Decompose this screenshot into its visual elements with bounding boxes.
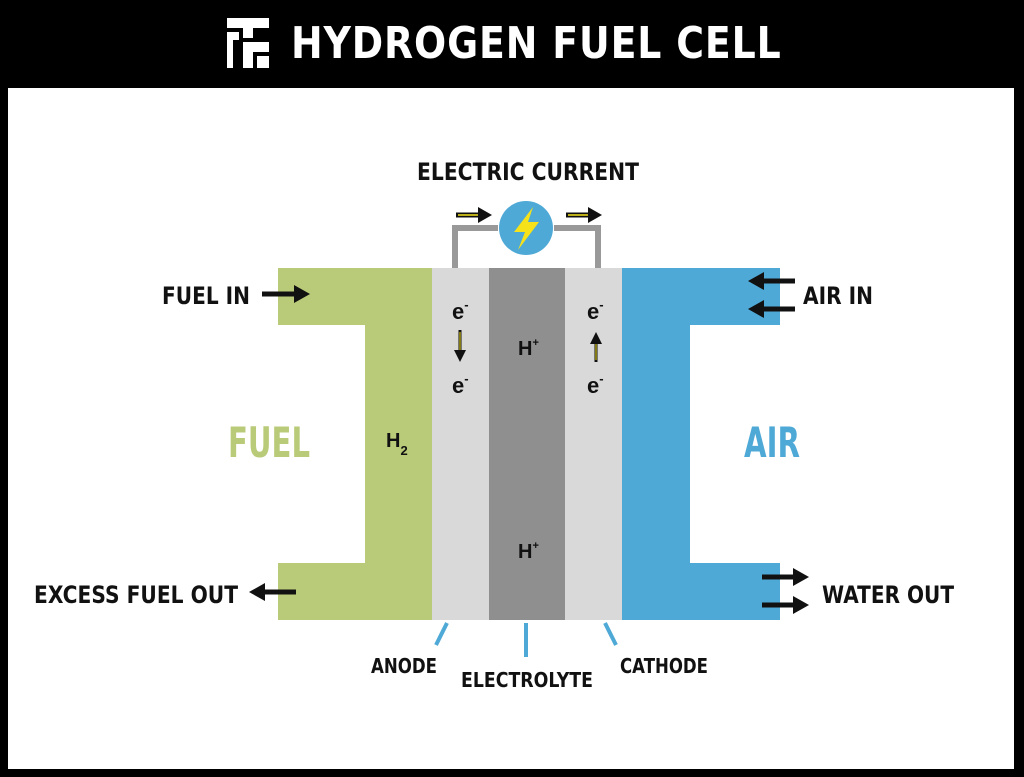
brand-logo-icon: [226, 18, 269, 68]
current-arrow-left-icon: [456, 207, 492, 223]
page-title: HYDROGEN FUEL CELL: [290, 17, 782, 69]
fuel-label: FUEL: [228, 418, 310, 467]
cathode-electron-bottom: e-: [587, 371, 604, 398]
hydrogen-ion-charge: +: [532, 540, 538, 552]
circuit-wire-left: [452, 225, 498, 268]
electron-charge: -: [599, 371, 603, 386]
fuel-in-arrow-icon: [262, 285, 310, 303]
anode-electron-bottom: e-: [452, 371, 469, 398]
air-channel: [622, 268, 780, 620]
electron-symbol: e: [587, 373, 599, 398]
header: HYDROGEN FUEL CELL: [0, 0, 1024, 86]
electrolyte-label: ELECTROLYTE: [461, 668, 593, 692]
cathode-electron-arrow-icon: [590, 332, 602, 362]
anode-leader-line: [434, 622, 449, 646]
electron-charge: -: [464, 371, 468, 386]
hydrogen-ion-symbol: H: [518, 338, 532, 360]
hydrogen-gas-symbol: H: [386, 430, 400, 452]
hydrogen-gas-subscript: 2: [400, 443, 407, 458]
water-out-label: WATER OUT: [822, 581, 955, 609]
air-in-arrow-top-icon: [748, 272, 795, 290]
anode-electron-top: e-: [452, 297, 469, 324]
fuel-channel: [278, 268, 432, 620]
anode-layer: [432, 268, 489, 620]
electron-charge: -: [599, 297, 603, 312]
electron-symbol: e: [452, 299, 464, 324]
electrolyte-layer: [489, 268, 565, 620]
air-in-arrow-bottom-icon: [748, 300, 795, 318]
electron-symbol: e: [452, 373, 464, 398]
anode-electron-arrow-icon: [454, 330, 466, 362]
excess-fuel-out-arrow-icon: [249, 583, 296, 601]
excess-fuel-out-label: EXCESS FUEL OUT: [34, 581, 239, 609]
cathode-electron-top: e-: [587, 297, 604, 324]
hydrogen-ion-charge: +: [532, 337, 538, 349]
fuel-in-label: FUEL IN: [162, 282, 250, 310]
lightning-bolt-icon: [499, 201, 553, 255]
water-out-arrow-top-icon: [762, 568, 809, 586]
hydrogen-gas-label: H2: [386, 430, 408, 458]
electric-current-label: ELECTRIC CURRENT: [417, 158, 640, 186]
electron-symbol: e: [587, 299, 599, 324]
circuit-wire-right: [554, 225, 601, 268]
air-in-label: AIR IN: [803, 282, 873, 310]
cathode-leader-line: [603, 622, 618, 646]
anode-label: ANODE: [371, 654, 437, 678]
cathode-layer: [565, 268, 622, 620]
electron-charge: -: [464, 297, 468, 312]
current-arrow-right-icon: [566, 207, 602, 223]
header-inner: HYDROGEN FUEL CELL: [223, 14, 801, 72]
hydrogen-ion-bottom: H+: [518, 540, 539, 563]
air-label: AIR: [744, 418, 800, 467]
hydrogen-ion-top: H+: [518, 337, 539, 360]
hydrogen-ion-symbol: H: [518, 541, 532, 563]
cathode-label: CATHODE: [620, 654, 708, 678]
water-out-arrow-bottom-icon: [762, 596, 809, 614]
